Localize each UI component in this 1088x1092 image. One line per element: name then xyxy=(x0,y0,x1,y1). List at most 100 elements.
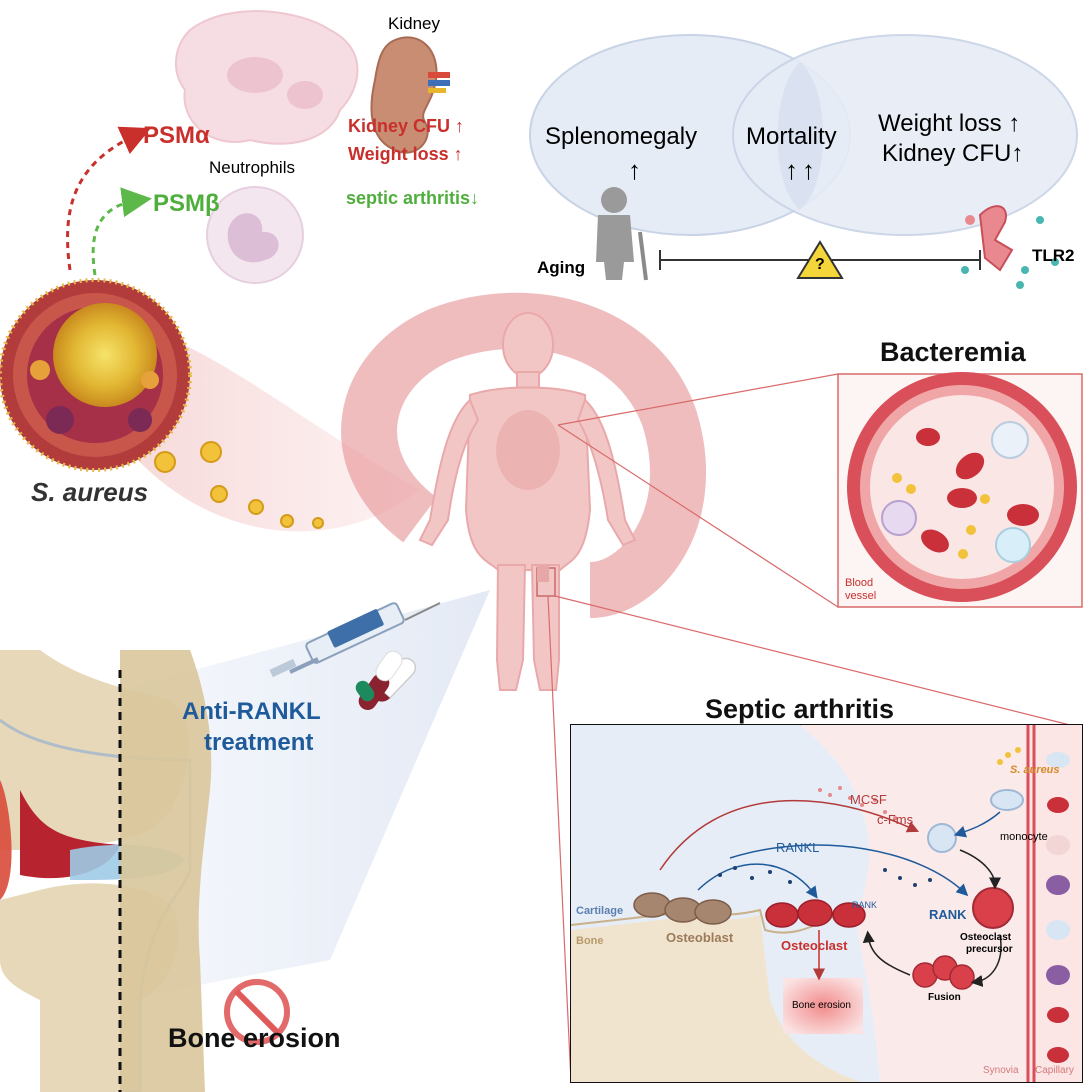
bacterium-dot xyxy=(966,525,976,535)
syringe-icon xyxy=(269,602,441,678)
white-blood-cell xyxy=(881,500,917,536)
cartilage-label: Cartilage xyxy=(576,905,624,917)
rankl-particles xyxy=(718,866,932,887)
aging-person-icon xyxy=(596,187,648,281)
rank-small-label: RANK xyxy=(852,900,878,910)
osteoclast-label: Osteoclast xyxy=(781,938,848,953)
neutrophils-label: Neutrophils xyxy=(209,158,295,177)
septic-arthritis-decrease: septic arthritis↓ xyxy=(346,188,480,208)
red-blood-cell xyxy=(1007,504,1039,526)
tlr2-receptor-icon xyxy=(961,205,1059,289)
osteoclast-precursor-label-2: precursor xyxy=(966,944,1013,955)
zoom-line xyxy=(554,595,1071,726)
knee-joint xyxy=(0,650,212,1092)
psm-beta-arrow xyxy=(91,187,152,276)
osteoclast-precursor-cell xyxy=(972,887,1014,929)
red-blood-cell xyxy=(921,529,949,553)
bacterium-dot xyxy=(892,473,902,483)
venn-mortality-arrows: ↑↑ xyxy=(785,155,819,185)
tlr2-label: TLR2 xyxy=(1032,246,1075,265)
red-blood-cell xyxy=(947,488,977,508)
venn-kidney-cfu: Kidney CFU↑ xyxy=(882,140,1024,167)
organs xyxy=(496,410,560,490)
bacterium-dot xyxy=(154,451,176,473)
kidney-illustration xyxy=(370,36,438,154)
circulation-arc xyxy=(341,292,707,618)
venn-mortality: Mortality xyxy=(746,123,837,150)
rankl-arrow xyxy=(729,844,969,897)
weight-loss-increase: Weight loss ↑ xyxy=(348,144,463,164)
venn-weight-loss: Weight loss ↑ xyxy=(878,110,1021,137)
mcsf-label: MCSF xyxy=(850,792,887,807)
kidney-cfu-increase: Kidney CFU ↑ xyxy=(348,116,465,136)
synovia-region xyxy=(800,725,1030,1082)
aging-label: Aging xyxy=(537,258,586,277)
bacterium-dot xyxy=(312,517,324,529)
red-blood-cell xyxy=(916,428,940,446)
psm-alpha-label: PSMα xyxy=(143,122,210,149)
white-blood-cell xyxy=(995,527,1031,563)
cfms-label: c-Fms xyxy=(877,812,914,827)
neutrophil-nucleus xyxy=(287,81,323,109)
bacterium-dot xyxy=(906,484,916,494)
bone-region xyxy=(571,915,860,1082)
bone-erosion-box-label: Bone erosion xyxy=(792,1000,851,1011)
zoom-line xyxy=(557,424,839,608)
treatment-cone xyxy=(120,590,490,1000)
bone-label: Bone xyxy=(576,935,604,947)
synovia-label: Synovia xyxy=(983,1065,1019,1076)
monocyte-cell xyxy=(927,823,957,853)
septic-arthritis-title: Septic arthritis xyxy=(705,694,895,724)
bacterium-dot xyxy=(210,485,228,503)
infection-stream xyxy=(120,330,420,532)
venn-splenomegaly: Splenomegaly xyxy=(545,123,698,150)
bacterium-dot xyxy=(980,494,990,504)
white-blood-cell xyxy=(991,421,1029,459)
warning-question: ? xyxy=(815,256,825,273)
osteoclast-precursor-label-1: Osteoclast xyxy=(960,932,1012,943)
venn-overlap xyxy=(777,62,824,210)
s-aureus-small: S. aureus xyxy=(1010,764,1060,776)
zoom-line xyxy=(557,373,839,426)
s-aureus-label: S. aureus xyxy=(31,477,149,507)
venn-circle-right xyxy=(732,34,1078,236)
mcsf-particles xyxy=(818,786,897,820)
anti-rankl-label: Anti-RANKL xyxy=(182,698,321,725)
venn-splenomegaly-arrow: ↑ xyxy=(628,155,641,185)
fusion-cells xyxy=(912,955,975,990)
treatment-label: treatment xyxy=(204,729,314,756)
zoom-line xyxy=(547,595,572,1083)
mcsf-arrow xyxy=(659,799,920,871)
monocyte-label: monocyte xyxy=(1000,831,1048,843)
bacterium-dot xyxy=(248,499,264,515)
bone-erosion-title: Bone erosion xyxy=(168,1023,341,1053)
s-aureus-particles xyxy=(997,747,1021,765)
neutrophil-nucleus xyxy=(227,213,279,263)
warning-icon xyxy=(796,240,844,279)
blood-vessel-label-1: Blood xyxy=(845,577,874,589)
rankl-label: RANKL xyxy=(776,840,820,855)
osteoblast-cells xyxy=(633,892,732,925)
red-blood-cell xyxy=(955,452,985,480)
monocyte-migrating xyxy=(990,789,1024,811)
osteoblast-label: Osteoblast xyxy=(666,930,734,945)
bacteremia-title: Bacteremia xyxy=(880,337,1026,367)
osteoclast-cells xyxy=(765,899,866,928)
psm-alpha-arrow xyxy=(66,126,151,271)
psm-beta-label: PSMβ xyxy=(153,190,220,217)
neutrophil-nucleus xyxy=(227,57,283,93)
rank-label: RANK xyxy=(929,907,967,922)
capillary-label: Capillary xyxy=(1035,1065,1074,1076)
bacterium-dot xyxy=(280,514,294,528)
blood-vessel-label-2: vessel xyxy=(845,590,877,602)
fusion-label: Fusion xyxy=(928,992,961,1003)
prohibition-icon xyxy=(224,979,290,1045)
bacterium-dot xyxy=(200,441,222,463)
capillary-blood-cells xyxy=(1046,752,1070,1063)
rankl-arrow xyxy=(697,863,818,899)
kidney-label: Kidney xyxy=(388,14,440,33)
bacterium-dot xyxy=(958,549,968,559)
bone-erosion-box xyxy=(783,978,863,1034)
